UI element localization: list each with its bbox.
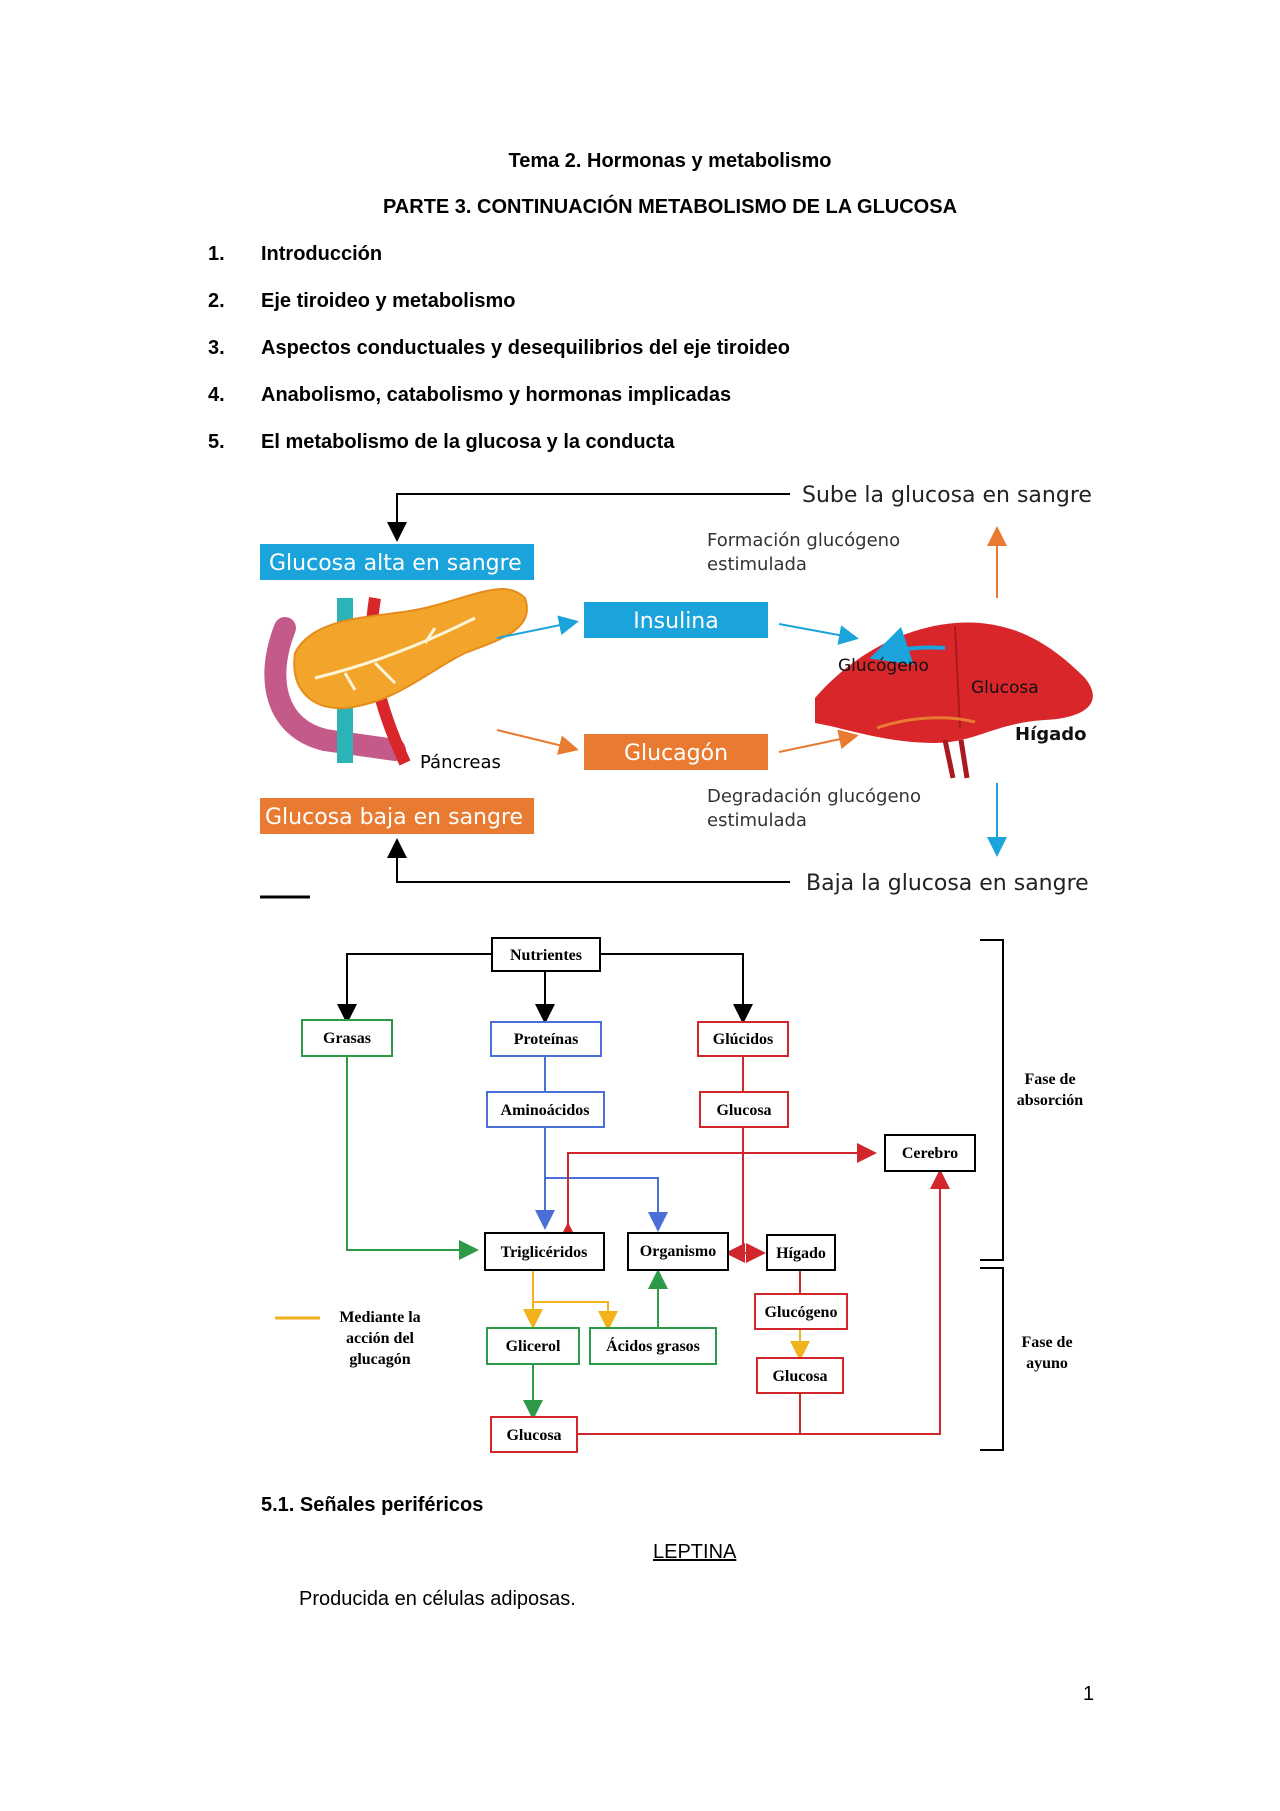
glucosa-2-label: Glucosa [772, 1368, 827, 1385]
toc-num-3: 3. [208, 337, 225, 359]
trigliceridos-label: Triglicéridos [501, 1244, 588, 1261]
legend-line2: acción del [346, 1330, 415, 1347]
higado-label: Hígado [1015, 724, 1087, 745]
aminoacidos-to-organismo-arrow [545, 1177, 668, 1232]
degradacion-line1: Degradación glucógeno [707, 786, 921, 807]
absorcion-bracket [980, 939, 1004, 1261]
toc-item-4: Anabolismo, catabolismo y hormonas impli… [261, 384, 732, 406]
pancreas-label: Páncreas [420, 752, 501, 773]
baja-label: Baja la glucosa en sangre [806, 871, 1089, 896]
insulina-label: Insulina [633, 609, 719, 634]
glicerol-label: Glicerol [506, 1338, 561, 1355]
grasas-label: Grasas [323, 1030, 371, 1047]
node-glucosa-3: Glucosa [490, 1416, 578, 1453]
glucosa-baja-box [260, 798, 534, 834]
toc-item-5: El metabolismo de la glucosa y la conduc… [261, 431, 675, 453]
node-proteinas: Proteínas [490, 1021, 602, 1057]
toc-num-1: 1. [208, 243, 225, 265]
toc-item-3: Aspectos conductuales y desequilibrios d… [261, 337, 791, 359]
glucosa-baja-label: Glucosa baja en sangre [265, 805, 523, 830]
glucagon-to-liver-arrow [778, 729, 859, 753]
pancreas-to-glucagon-arrow [496, 729, 579, 755]
glucosa-alta-box [260, 544, 534, 580]
higado-box-label: Hígado [776, 1245, 826, 1262]
ayuno-bracket [980, 1267, 1004, 1451]
formacion-line1: Formación glucógeno [707, 530, 900, 551]
node-glucogeno: Glucógeno [754, 1293, 848, 1330]
toc-item-2: Eje tiroideo y metabolismo [261, 290, 516, 312]
fase-absorcion-line1: Fase de [1024, 1071, 1075, 1088]
legend-line1: Mediante la [339, 1309, 420, 1326]
node-trigliceridos: Triglicéridos [484, 1232, 605, 1271]
insulin-glucagon-diagram: Sube la glucosa en sangre Glucosa alta e… [260, 483, 1093, 899]
node-grasas: Grasas [301, 1019, 393, 1057]
insulina-box [584, 602, 768, 638]
node-aminoacidos: Aminoácidos [486, 1091, 605, 1128]
fase-ayuno-line2: ayuno [1026, 1355, 1068, 1372]
node-glicerol: Glicerol [486, 1327, 580, 1365]
liver-glucosa-label: Glucosa [971, 678, 1039, 698]
toc-item-1: Introducción [261, 243, 383, 265]
glucosa-alta-label: Glucosa alta en sangre [269, 551, 522, 576]
grasas-to-trigliceridos-arrow [346, 1055, 479, 1260]
section-subheading: LEPTINA [653, 1541, 737, 1563]
aminoacidos-label: Aminoácidos [501, 1102, 590, 1119]
glucosa-to-cerebro-return-arrow [799, 1169, 950, 1435]
node-higado: Hígado [766, 1234, 836, 1271]
part-title: PARTE 3. CONTINUACIÓN METABOLISMO DE LA … [382, 196, 958, 218]
fase-absorcion-line2: absorción [1017, 1092, 1083, 1109]
liver-glucogeno-label: Glucógeno [838, 656, 929, 676]
node-cerebro: Cerebro [884, 1134, 976, 1172]
page-number: 1 [1083, 1683, 1095, 1705]
toc-num-2: 2. [208, 290, 225, 312]
section-body: Producida en células adiposas. [299, 1588, 576, 1610]
glucagon-label: Glucagón [624, 741, 728, 766]
acidos-label: Ácidos grasos [606, 1336, 700, 1355]
glucidos-label: Glúcidos [713, 1031, 773, 1048]
section-heading: 5.1. Señales periféricos [261, 1494, 484, 1516]
glucosa-3-label: Glucosa [506, 1427, 561, 1444]
glucagon-box [584, 734, 768, 770]
toc-num-5: 5. [208, 431, 225, 453]
nutrient-flow-diagram: Nutrientes Grasas Proteínas Glúcidos Ami… [275, 937, 1083, 1453]
node-acidos-grasos: Ácidos grasos [589, 1327, 717, 1365]
node-glucosa-2: Glucosa [756, 1357, 844, 1394]
document-title: Tema 2. Hormonas y metabolismo [508, 150, 832, 172]
pancreas-icon [264, 588, 528, 766]
formacion-line2: estimulada [707, 554, 807, 575]
trigliceridos-to-acidos-arrow [533, 1301, 618, 1331]
node-glucosa-1: Glucosa [699, 1091, 789, 1128]
legend-line3: glucagón [349, 1351, 410, 1368]
pancreas-to-insulina-arrow [496, 615, 579, 639]
organismo-label: Organismo [640, 1243, 716, 1260]
glucosa-to-cerebro-arrow [558, 1143, 877, 1242]
cerebro-label: Cerebro [902, 1145, 958, 1162]
bottom-feedback-arrow [387, 838, 790, 883]
sube-label: Sube la glucosa en sangre [802, 483, 1092, 508]
glucogeno-label: Glucógeno [765, 1304, 838, 1321]
toc-num-4: 4. [208, 384, 225, 406]
liver-icon [815, 622, 1093, 779]
insulina-to-liver-arrow [778, 623, 859, 645]
glucosa-1-label: Glucosa [716, 1102, 771, 1119]
node-organismo: Organismo [627, 1232, 729, 1271]
degradacion-line2: estimulada [707, 810, 807, 831]
nutrientes-label: Nutrientes [510, 947, 582, 964]
node-glucidos: Glúcidos [697, 1021, 789, 1057]
node-nutrientes: Nutrientes [491, 937, 601, 972]
fase-ayuno-line1: Fase de [1021, 1334, 1072, 1351]
top-feedback-arrow [387, 493, 790, 542]
proteinas-label: Proteínas [514, 1031, 579, 1048]
